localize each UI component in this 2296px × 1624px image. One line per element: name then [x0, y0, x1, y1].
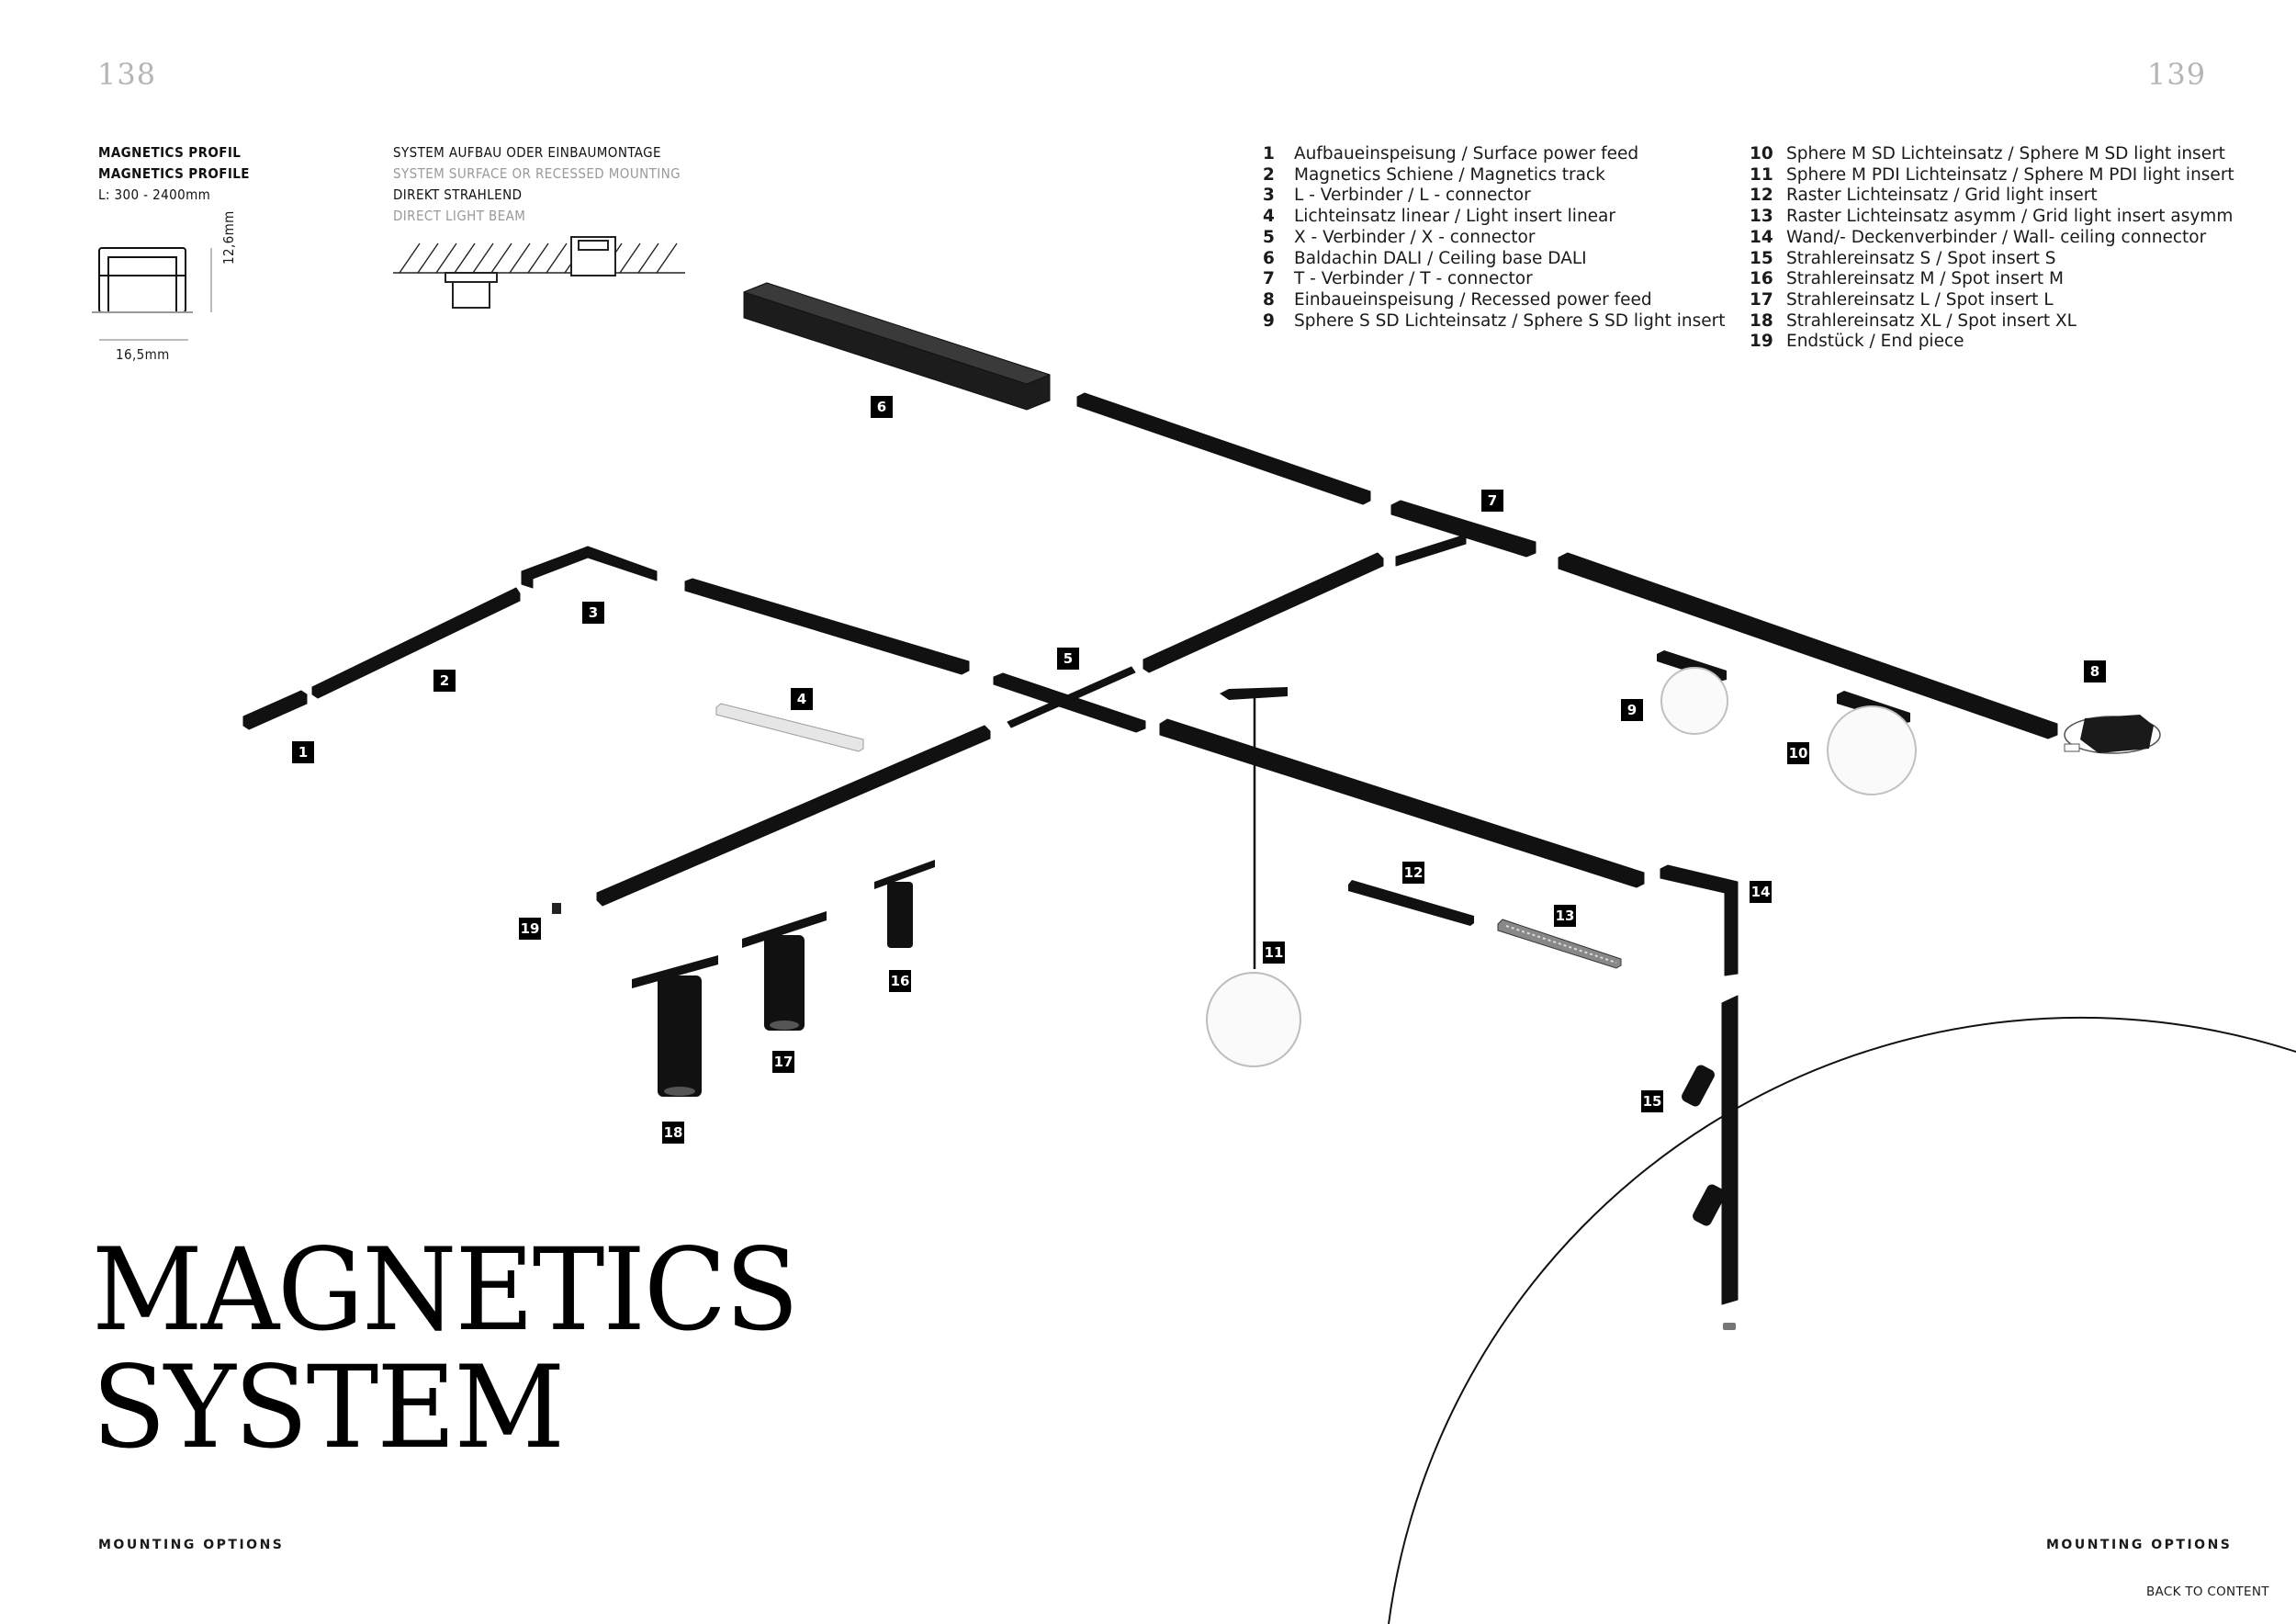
profile-cross-section	[92, 247, 212, 341]
callout-badge: 16	[889, 970, 911, 992]
recessed-power-feed	[2064, 715, 2161, 754]
callout-badge: 13	[1554, 905, 1576, 927]
mounting-diagram	[393, 236, 685, 309]
callout-badge: 2	[433, 670, 456, 692]
mounting-line-1: SYSTEM AUFBAU ODER EINBAUMONTAGE	[393, 144, 661, 161]
callout-badge: 4	[791, 688, 813, 710]
profile-width-dim: 16,5mm	[116, 346, 170, 363]
profile-title-de: MAGNETICS PROFIL	[98, 144, 242, 161]
sphere-s	[1657, 650, 1728, 735]
callout-badge: 19	[519, 918, 541, 940]
end-piece	[552, 903, 561, 914]
back-to-content-link[interactable]: BACK TO CONTENT	[2146, 1585, 2269, 1599]
pendant-sphere	[1206, 687, 1301, 1067]
footer-left-label: MOUNTING OPTIONS	[98, 1538, 285, 1552]
callout-badge: 9	[1621, 699, 1643, 721]
grid-light-inserts	[1348, 880, 1622, 969]
sphere-m	[1827, 691, 1917, 795]
page-number-right: 139	[2147, 57, 2207, 92]
callout-badge: 14	[1750, 881, 1772, 903]
title-line-2: SYSTEM	[92, 1340, 565, 1474]
page-title: MAGNETICS SYSTEM	[92, 1223, 799, 1474]
profile-length: L: 300 - 2400mm	[98, 186, 211, 203]
page-number-left: 138	[97, 57, 157, 92]
callout-badge: 11	[1263, 942, 1285, 964]
callout-badge: 8	[2084, 660, 2106, 682]
mounting-line-3: DIREKT STRAHLEND	[393, 186, 523, 203]
callout-badge: 18	[662, 1122, 684, 1144]
linear-light-insert	[715, 703, 864, 752]
mounting-spec: SYSTEM AUFBAU ODER EINBAUMONTAGE SYSTEM …	[393, 142, 681, 227]
title-line-1: MAGNETICS	[92, 1223, 799, 1357]
callout-badge: 10	[1787, 742, 1809, 764]
mounting-line-4: DIRECT LIGHT BEAM	[393, 208, 526, 224]
background-arc	[1388, 1016, 2296, 1624]
callout-badge: 7	[1481, 490, 1503, 512]
profile-title-en: MAGNETICS PROFILE	[98, 165, 250, 182]
callout-badge: 12	[1402, 862, 1424, 884]
profile-spec: MAGNETICS PROFIL MAGNETICS PROFILE L: 30…	[98, 142, 250, 206]
spot-inserts	[632, 860, 1736, 1330]
tracks	[242, 282, 2058, 1305]
callout-badge: 5	[1057, 648, 1079, 670]
callout-badge: 15	[1641, 1090, 1663, 1112]
callout-badge: 3	[582, 602, 604, 624]
mounting-line-2: SYSTEM SURFACE OR RECESSED MOUNTING	[393, 165, 681, 182]
callout-badge: 1	[292, 741, 314, 763]
callout-badge: 17	[772, 1051, 794, 1073]
callout-badge: 6	[871, 396, 893, 418]
footer-right-label: MOUNTING OPTIONS	[2046, 1538, 2233, 1552]
